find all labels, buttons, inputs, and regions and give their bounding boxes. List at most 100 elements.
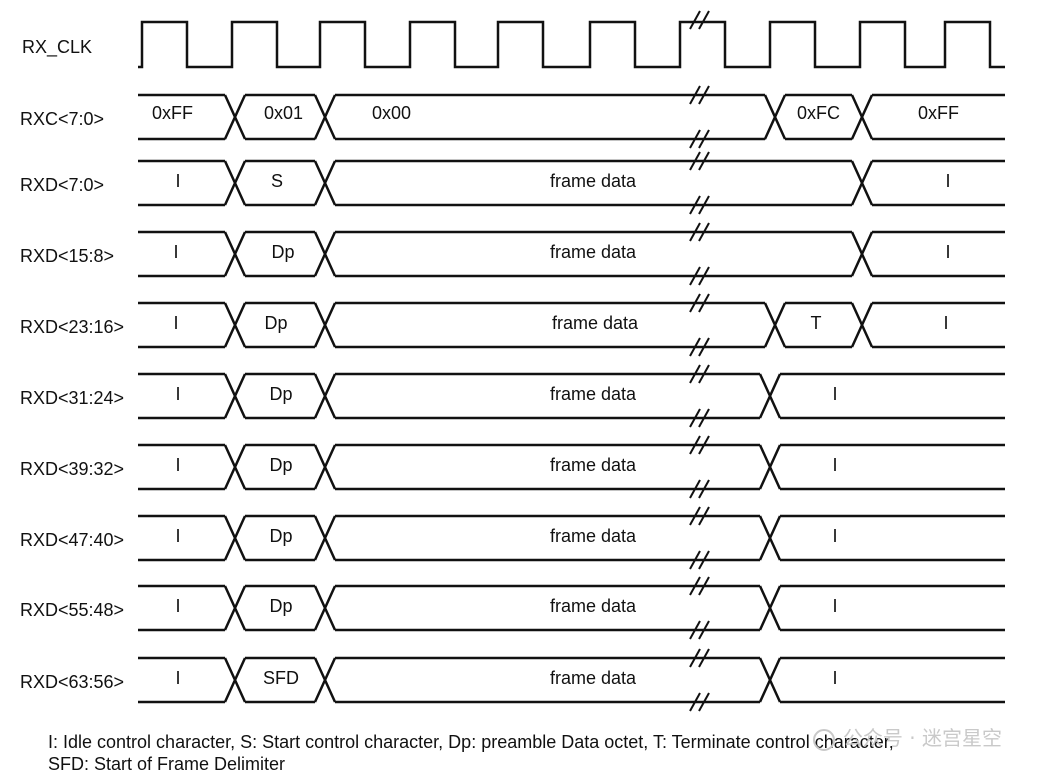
segment-value: Dp <box>271 242 294 262</box>
bus-waveform <box>138 93 1005 141</box>
bus-waveform <box>138 159 1005 207</box>
break-mark <box>698 195 710 215</box>
segment-value: SFD <box>263 668 299 688</box>
break-mark <box>698 435 710 455</box>
segment-value: 0xFF <box>152 103 193 123</box>
segment-value: I <box>175 596 180 616</box>
bus-label: RXD<55:48> <box>20 600 124 620</box>
segment-value: I <box>173 313 178 333</box>
frame-data-label: frame data <box>550 668 637 688</box>
bus-row: RXD<31:24> I Dp frame data I <box>20 372 1005 420</box>
break-mark <box>689 479 701 499</box>
break-mark <box>698 692 710 712</box>
break-mark <box>689 408 701 428</box>
break-mark <box>689 550 701 570</box>
frame-data-label: frame data <box>550 171 637 191</box>
break-mark <box>689 266 701 286</box>
segment-value: I <box>832 384 837 404</box>
legend-line-1: I: Idle control character, S: Start cont… <box>48 732 894 752</box>
bus-waveform <box>138 443 1005 491</box>
break-mark <box>698 648 710 668</box>
break-mark <box>698 293 710 313</box>
break-mark <box>698 266 710 286</box>
frame-data-label: frame data <box>552 313 639 333</box>
segment-value: I <box>173 242 178 262</box>
bus-label: RXD<47:40> <box>20 530 124 550</box>
segment-value: I <box>175 384 180 404</box>
watermark: 公众号 · 迷宫星空 <box>812 722 1002 751</box>
watermark-text: 公众号 · 迷宫星空 <box>842 726 1002 750</box>
break-mark <box>698 620 710 640</box>
frame-data-label: frame data <box>550 596 637 616</box>
break-mark <box>689 435 701 455</box>
segment-value: I <box>943 313 948 333</box>
clock-label: RX_CLK <box>22 37 92 58</box>
bus-label: RXD<15:8> <box>20 246 114 266</box>
break-mark <box>689 85 701 105</box>
bus-row: RXD<39:32> I Dp frame data I <box>20 443 1005 491</box>
break-mark <box>698 479 710 499</box>
bus-label: RXC<7:0> <box>20 109 104 129</box>
break-mark <box>689 364 701 384</box>
break-marks <box>689 10 710 712</box>
segment-value: I <box>945 242 950 262</box>
segment-value: I <box>832 668 837 688</box>
segment-value: I <box>175 455 180 475</box>
frame-data-label: frame data <box>550 242 637 262</box>
break-mark <box>689 576 701 596</box>
segment-value: I <box>832 526 837 546</box>
bus-label: RXD<7:0> <box>20 175 104 195</box>
break-mark <box>689 195 701 215</box>
bus-label: RXD<39:32> <box>20 459 124 479</box>
break-mark <box>698 408 710 428</box>
bus-label: RXD<23:16> <box>20 317 124 337</box>
legend-line-2: SFD: Start of Frame Delimiter <box>48 754 286 774</box>
break-mark <box>698 337 710 357</box>
segment-value: Dp <box>264 313 287 333</box>
frame-data-label: frame data <box>550 384 637 404</box>
bus-waveform <box>138 230 1005 278</box>
bus-waveform <box>138 514 1005 562</box>
segment-value: S <box>271 171 283 191</box>
bus-waveform <box>138 301 1005 349</box>
segment-value: Dp <box>269 526 292 546</box>
bus-row: RXC<7:0> 0xFF 0x01 0x00 0xFC 0xFF <box>20 93 1005 141</box>
bus-label: RXD<31:24> <box>20 388 124 408</box>
break-mark <box>698 506 710 526</box>
break-mark <box>698 129 710 149</box>
segment-value: I <box>832 455 837 475</box>
break-mark <box>689 151 701 171</box>
clock-waveform <box>138 20 1005 69</box>
segment-value: Dp <box>269 384 292 404</box>
break-mark <box>689 293 701 313</box>
segment-value: 0xFF <box>918 103 959 123</box>
segment-value: 0x00 <box>372 103 411 123</box>
segment-value: 0xFC <box>797 103 840 123</box>
segment-value: I <box>832 596 837 616</box>
segment-value: Dp <box>269 455 292 475</box>
segment-value: 0x01 <box>264 103 303 123</box>
segment-value: I <box>175 668 180 688</box>
bus-row: RXD<23:16> I Dp frame data T I <box>20 301 1005 349</box>
bus-row: RXD<55:48> I Dp frame data I <box>20 584 1005 632</box>
segment-value: Dp <box>269 596 292 616</box>
break-mark <box>689 129 701 149</box>
bus-row: RXD<15:8> I Dp frame data I <box>20 230 1005 278</box>
segment-value: I <box>945 171 950 191</box>
bus-waveform <box>138 372 1005 420</box>
break-mark <box>689 620 701 640</box>
break-mark <box>689 506 701 526</box>
break-mark <box>698 550 710 570</box>
bus-row: RXD<63:56> I SFD frame data I <box>20 656 1005 704</box>
break-mark <box>698 151 710 171</box>
break-mark <box>698 364 710 384</box>
break-mark <box>698 222 710 242</box>
break-mark <box>698 10 710 30</box>
segment-value: T <box>811 313 822 333</box>
break-mark <box>689 222 701 242</box>
frame-data-label: frame data <box>550 455 637 475</box>
bus-label: RXD<63:56> <box>20 672 124 692</box>
